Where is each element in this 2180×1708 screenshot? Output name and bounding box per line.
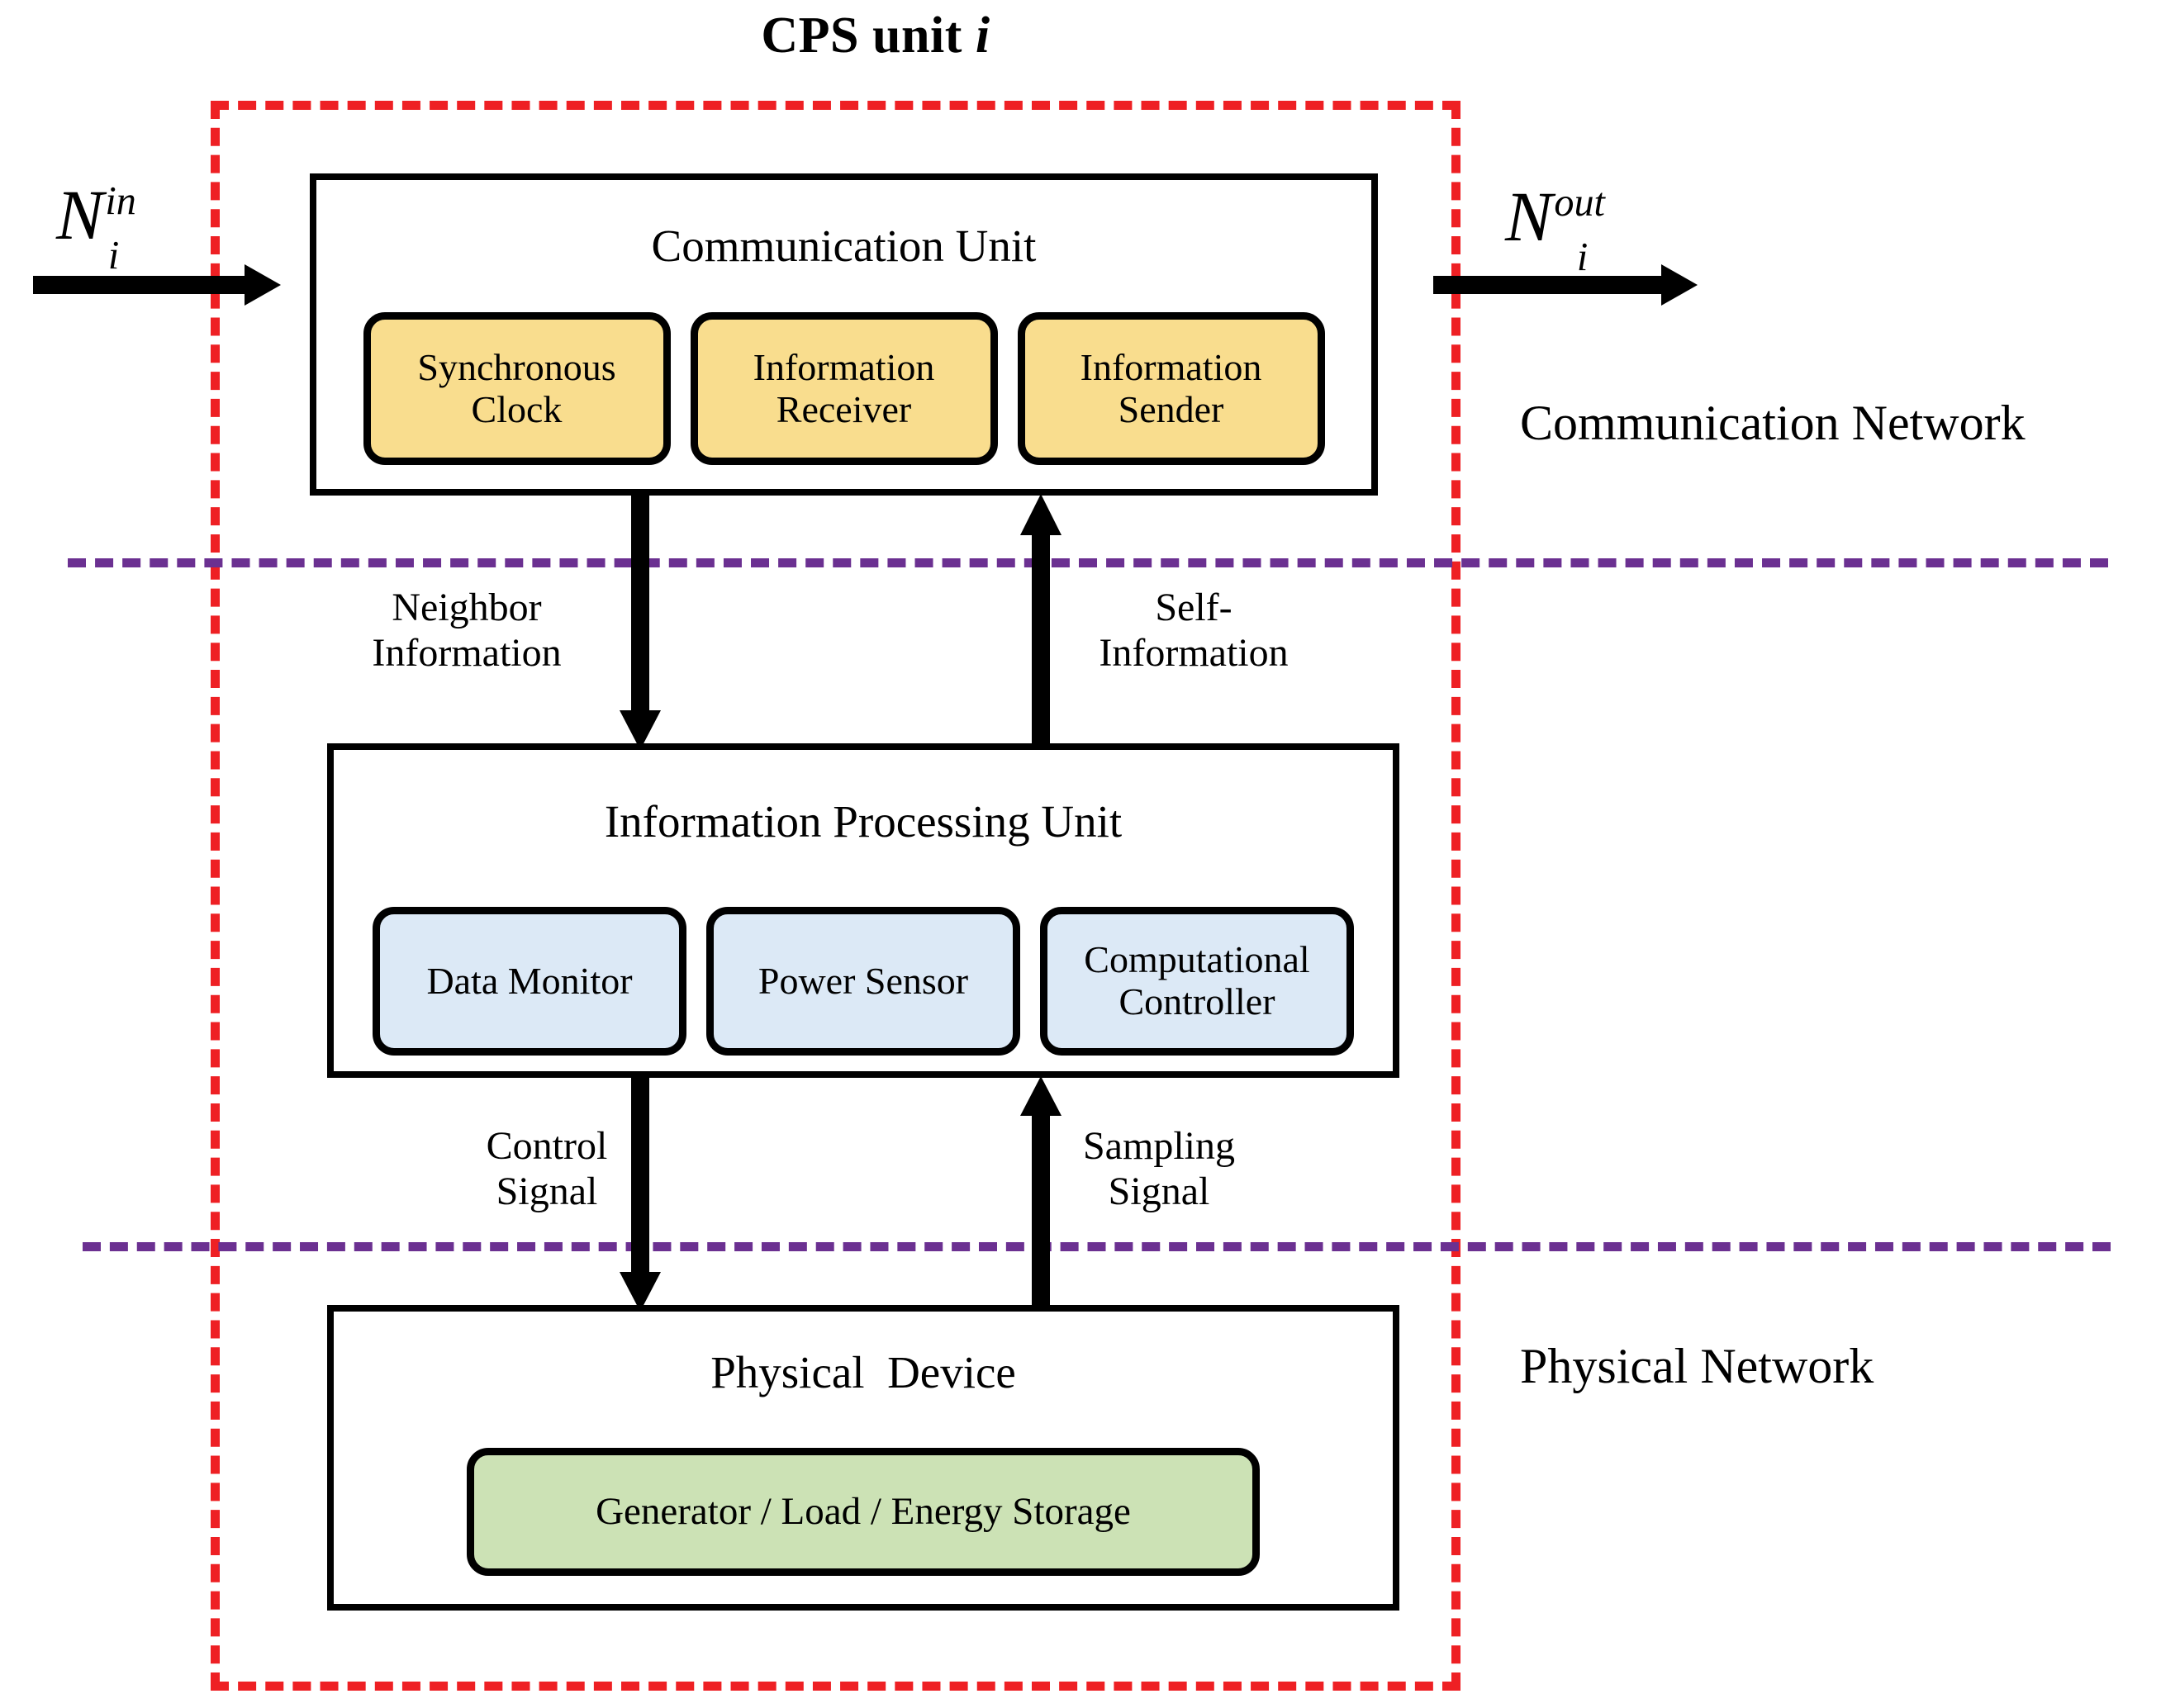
physical-device-chip-row: Generator / Load / Energy Storage bbox=[334, 1448, 1393, 1576]
chip-data-monitor[interactable]: Data Monitor bbox=[373, 907, 686, 1056]
physical-device-title: Physical Device bbox=[710, 1347, 1016, 1397]
chip-information-receiver[interactable]: Information Receiver bbox=[690, 312, 998, 465]
output-port-superscript: out bbox=[1554, 181, 1605, 225]
chip-generator-load-energy-storage[interactable]: Generator / Load / Energy Storage bbox=[467, 1448, 1260, 1576]
input-port-label: Nin i bbox=[56, 173, 136, 278]
communication-unit-box: Communication Unit Synchronous Clock Inf… bbox=[310, 173, 1378, 496]
input-port-superscript: in bbox=[105, 179, 136, 224]
control-signal-label: Control Signal bbox=[486, 1124, 608, 1214]
self-information-label: Self- Information bbox=[1099, 586, 1289, 676]
communication-layer-separator bbox=[68, 558, 2108, 567]
chip-power-sensor[interactable]: Power Sensor bbox=[706, 907, 1020, 1056]
physical-network-label: Physical Network bbox=[1520, 1339, 1874, 1393]
neighbor-information-arrow bbox=[620, 494, 661, 750]
information-processing-unit-box: Information Processing Unit Data Monitor… bbox=[327, 743, 1399, 1078]
self-information-arrow bbox=[1020, 494, 1062, 758]
neighbor-information-label: Neighbor Information bbox=[372, 586, 562, 676]
chip-synchronous-clock[interactable]: Synchronous Clock bbox=[363, 312, 671, 465]
chip-information-sender[interactable]: Information Sender bbox=[1017, 312, 1325, 465]
output-arrow bbox=[1433, 264, 1698, 306]
communication-unit-title: Communication Unit bbox=[651, 221, 1037, 271]
output-port-subscript: i bbox=[1576, 235, 1589, 280]
input-port-subscript: i bbox=[107, 234, 120, 278]
control-signal-arrow bbox=[620, 1076, 661, 1312]
sampling-signal-label: Sampling Signal bbox=[1082, 1124, 1235, 1214]
diagram-title-prefix: CPS unit bbox=[761, 7, 976, 64]
output-port-base: N bbox=[1505, 177, 1553, 256]
physical-layer-separator bbox=[83, 1242, 2111, 1251]
input-port-base: N bbox=[56, 175, 104, 254]
diagram-title: CPS unit i bbox=[694, 7, 1057, 65]
output-port-label: Nout i bbox=[1505, 175, 1605, 279]
communication-network-label: Communication Network bbox=[1520, 396, 2026, 450]
sampling-signal-arrow bbox=[1020, 1076, 1062, 1312]
information-processing-unit-chip-row: Data Monitor Power Sensor Computational … bbox=[334, 907, 1393, 1056]
communication-unit-chip-row: Synchronous Clock Information Receiver I… bbox=[316, 312, 1371, 465]
chip-computational-controller[interactable]: Computational Controller bbox=[1040, 907, 1354, 1056]
cps-unit-boundary bbox=[211, 101, 1460, 1691]
diagram-title-index: i bbox=[975, 7, 990, 64]
physical-device-box: Physical Device Generator / Load / Energ… bbox=[327, 1305, 1399, 1611]
information-processing-unit-title: Information Processing Unit bbox=[604, 796, 1123, 847]
input-arrow bbox=[33, 264, 281, 306]
